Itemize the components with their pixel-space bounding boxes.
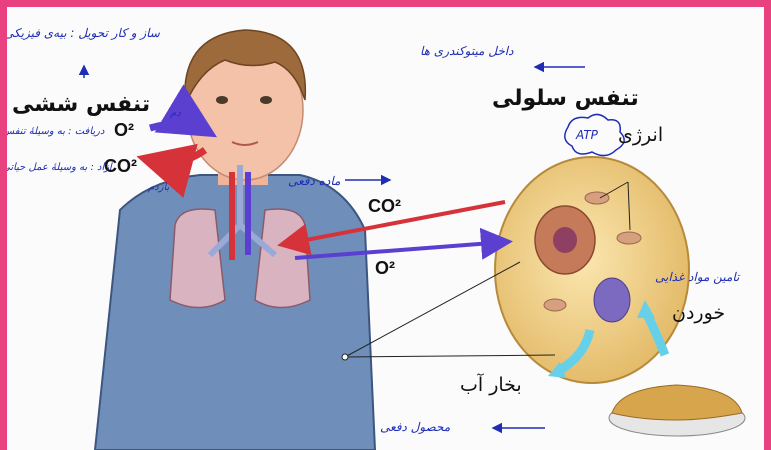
cell-breathing-label: تنفس سلولی	[492, 86, 639, 111]
annotation-bazdam: بازدم	[148, 182, 169, 193]
annotation-waste-product: محصول دفعی	[380, 420, 450, 434]
lung-breathing-label: تنفس ششی	[12, 92, 150, 117]
eating-label: خوردن	[672, 302, 725, 324]
o2-cell-label: O²	[375, 258, 395, 279]
co2-cell-label: CO²	[368, 196, 401, 217]
annotation-released: آزاد : به وسیلهٔ عمل حیاتی	[2, 162, 112, 173]
inhale-arrow	[150, 123, 205, 130]
exhale-arrow	[150, 150, 205, 162]
o2-inhale-label: O²	[114, 120, 134, 141]
pie	[609, 385, 745, 436]
annotation-received: دریافت : به وسیلهٔ تنفس	[2, 126, 104, 137]
water-vapor-label: بخار آب	[460, 374, 522, 396]
annotation-dam: دم	[170, 108, 181, 119]
energy-label: انرژی	[618, 124, 663, 146]
annotation-mitochondria: داخل میتوکندری ها	[420, 44, 514, 58]
annotation-food-supply: تامین مواد غذایی	[655, 270, 739, 284]
annotation-mechanism: ساز و کار تحویل : بیه‌ی فیزیکی	[4, 26, 160, 40]
annotation-atp: ATP	[576, 128, 598, 142]
annotation-waste: ماده دفعی	[288, 174, 340, 188]
golgi	[594, 278, 630, 322]
